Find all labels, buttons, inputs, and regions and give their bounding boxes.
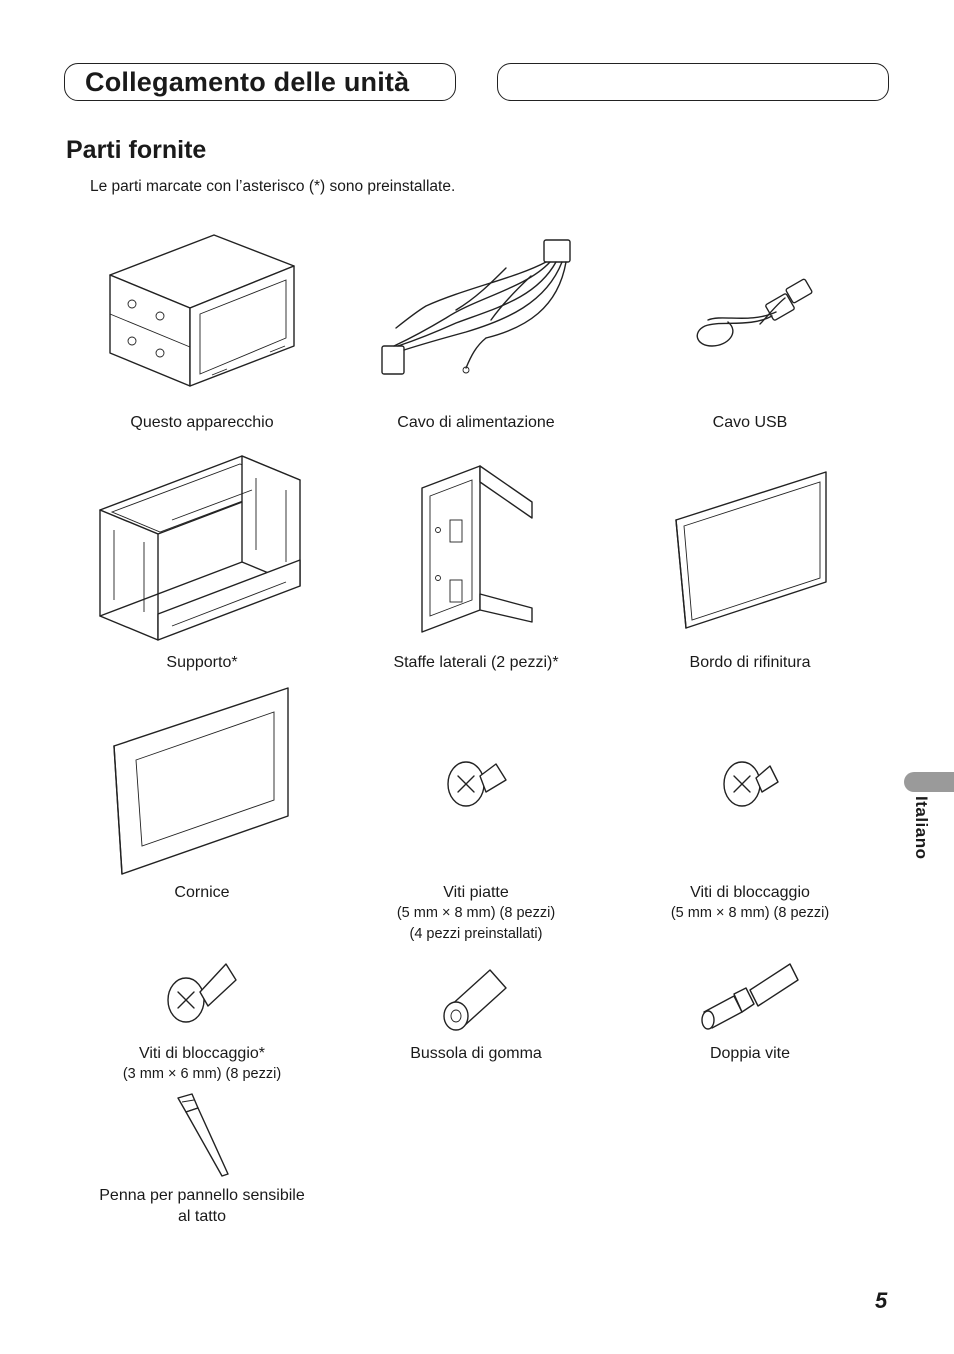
- part-label-main: Viti piatte: [443, 884, 509, 901]
- part-label: Bordo di rifinitura: [689, 654, 811, 671]
- part-label: Doppia vite: [709, 1045, 791, 1062]
- section-intro: Le parti marcate con l’asterisco (*) son…: [90, 178, 456, 195]
- part-label: Staffe laterali (2 pezzi)*: [393, 654, 559, 671]
- power-cable-icon: [381, 239, 571, 375]
- part-label-main: Penna per pannello sensibile: [99, 1187, 305, 1204]
- part-sleeve: [52, 450, 352, 645]
- part-label: Penna per pannello sensibile al tatto: [52, 1185, 352, 1227]
- binding-screw-small-icon: [167, 963, 237, 1023]
- rubber-bush-icon: [443, 969, 507, 1031]
- part-frame: [52, 684, 352, 879]
- language-tab: [904, 772, 954, 792]
- part-label-line2: al tatto: [177, 1208, 227, 1225]
- part-label: Supporto*: [166, 654, 238, 671]
- part-label: Viti di bloccaggio (5 mm × 8 mm) (8 pezz…: [600, 882, 900, 924]
- part-flat-screws: [326, 740, 626, 820]
- part-label-main: Viti di bloccaggio*: [138, 1045, 265, 1062]
- side-bracket-icon: [421, 465, 533, 633]
- part-label: Cavo USB: [712, 414, 788, 431]
- binding-screw-icon: [723, 761, 779, 807]
- part-usb-cable: [600, 228, 900, 393]
- part-label: Viti piatte (5 mm × 8 mm) (8 pezzi) (4 p…: [326, 882, 626, 945]
- part-label: Questo apparecchio: [130, 414, 274, 431]
- part-label: Viti di bloccaggio* (3 mm × 6 mm) (8 pez…: [52, 1043, 352, 1085]
- part-label-main: Viti di bloccaggio: [690, 884, 810, 901]
- chapter-title-box: Collegamento delle unità: [64, 63, 456, 101]
- part-label-detail2: (4 pezzi preinstallati): [409, 926, 543, 942]
- trim-ring-icon: [675, 471, 827, 629]
- sleeve-bracket-icon: [99, 455, 301, 641]
- touch-pen-icon: [177, 1093, 229, 1177]
- part-touch-pen: [52, 1090, 352, 1180]
- page-number: 5: [875, 1288, 888, 1313]
- part-head-unit: [52, 228, 352, 393]
- part-trim-ring: [600, 466, 900, 636]
- language-label: Italiano: [912, 796, 931, 860]
- usb-cable-icon: [696, 278, 813, 347]
- part-label-detail: (5 mm × 8 mm) (8 pezzi): [396, 905, 556, 921]
- part-double-screw: [600, 956, 900, 1036]
- header-empty-box: [497, 63, 889, 101]
- part-label-detail: (5 mm × 8 mm) (8 pezzi): [670, 905, 830, 921]
- part-label-detail: (3 mm × 6 mm) (8 pezzi): [122, 1066, 282, 1082]
- part-label: Cornice: [174, 884, 230, 901]
- part-binding-screws-small: [52, 950, 352, 1030]
- frame-icon: [113, 687, 289, 875]
- part-rubber-bush: [326, 956, 626, 1036]
- part-side-brackets: [326, 460, 626, 640]
- section-title: Parti fornite: [66, 136, 207, 164]
- double-screw-icon: [701, 963, 799, 1030]
- flat-screw-icon: [447, 761, 507, 807]
- part-binding-screws: [600, 740, 900, 820]
- part-label: Cavo di alimentazione: [397, 414, 555, 431]
- chapter-title: Collegamento delle unità: [85, 66, 410, 97]
- part-power-cable: [326, 228, 626, 393]
- part-label: Bussola di gomma: [410, 1045, 542, 1062]
- head-unit-icon: [109, 234, 295, 387]
